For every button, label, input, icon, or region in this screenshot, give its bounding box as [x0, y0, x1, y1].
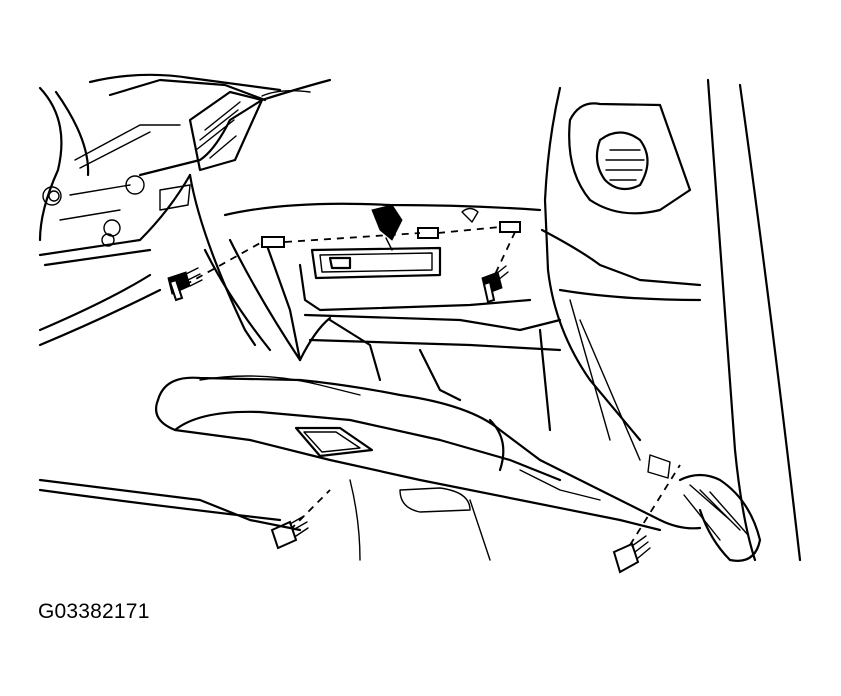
alignment-lines — [184, 226, 681, 546]
lower-trim-and-wiring — [38, 454, 762, 562]
right-side-panel — [540, 78, 802, 562]
glove-box-door — [154, 375, 702, 532]
glove-box-opening — [298, 246, 562, 432]
screw-upper-left — [167, 267, 203, 302]
center-console — [38, 73, 282, 347]
screw-lower-right — [612, 535, 651, 574]
figure-code-label: G03382171 — [38, 600, 150, 623]
retaining-clips — [261, 204, 521, 251]
center-air-vent — [188, 90, 264, 172]
screw-upper-right — [481, 265, 509, 304]
